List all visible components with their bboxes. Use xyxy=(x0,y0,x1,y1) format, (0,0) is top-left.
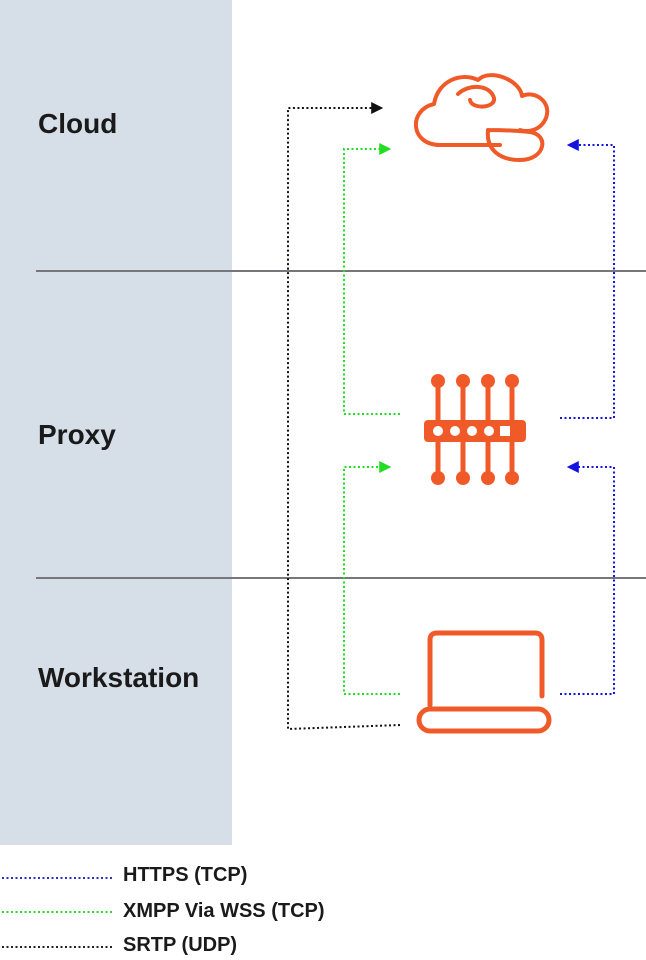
laptop-icon xyxy=(416,630,552,734)
cloud-icon xyxy=(414,73,550,162)
legend-label-xmpp: XMPP Via WSS (TCP) xyxy=(123,900,325,922)
proxy-filter-icon xyxy=(424,374,526,485)
legend-label-https: HTTPS (TCP) xyxy=(123,864,248,886)
https-workstation-to-proxy-line xyxy=(560,461,615,695)
xmpp-workstation-to-proxy-line xyxy=(343,461,400,695)
https-proxy-to-cloud-line xyxy=(560,139,615,419)
tier-label-proxy: Proxy xyxy=(38,419,116,450)
tier-label-workstation: Workstation xyxy=(38,662,200,693)
tier-sidebar xyxy=(0,0,232,845)
srtp-connection-line xyxy=(287,102,401,731)
tier-label-cloud: Cloud xyxy=(38,108,118,139)
legend-label-srtp: SRTP (UDP) xyxy=(123,934,238,956)
xmpp-proxy-to-cloud-line xyxy=(343,143,400,415)
